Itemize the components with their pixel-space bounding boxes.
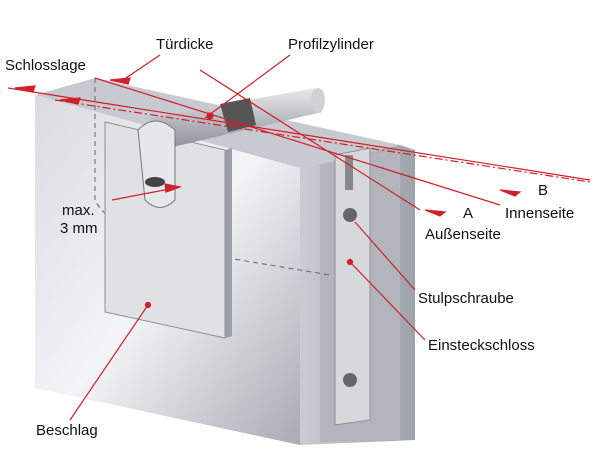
screw-icon [343, 373, 357, 387]
label-stulpschraube: Stulpschraube [418, 290, 514, 307]
label-a: A [463, 205, 474, 222]
label-max: max. [62, 202, 95, 219]
label-schlosslage: Schlosslage [5, 57, 86, 74]
screw-icon [343, 208, 357, 222]
einsteckschloss-faceplate [334, 147, 371, 426]
label-einsteckschloss: Einsteckschloss [428, 337, 535, 354]
label-tuerdicke: Türdicke [156, 36, 214, 53]
dimension-lines [7, 54, 591, 421]
label-b: B [538, 182, 549, 199]
label-innenseite: Innenseite [505, 205, 575, 222]
label-profilzylinder: Profilzylinder [288, 36, 374, 53]
label-aussenseite: Außenseite [425, 226, 501, 243]
label-beschlag: Beschlag [36, 422, 98, 439]
label-3mm: 3 mm [60, 220, 98, 237]
